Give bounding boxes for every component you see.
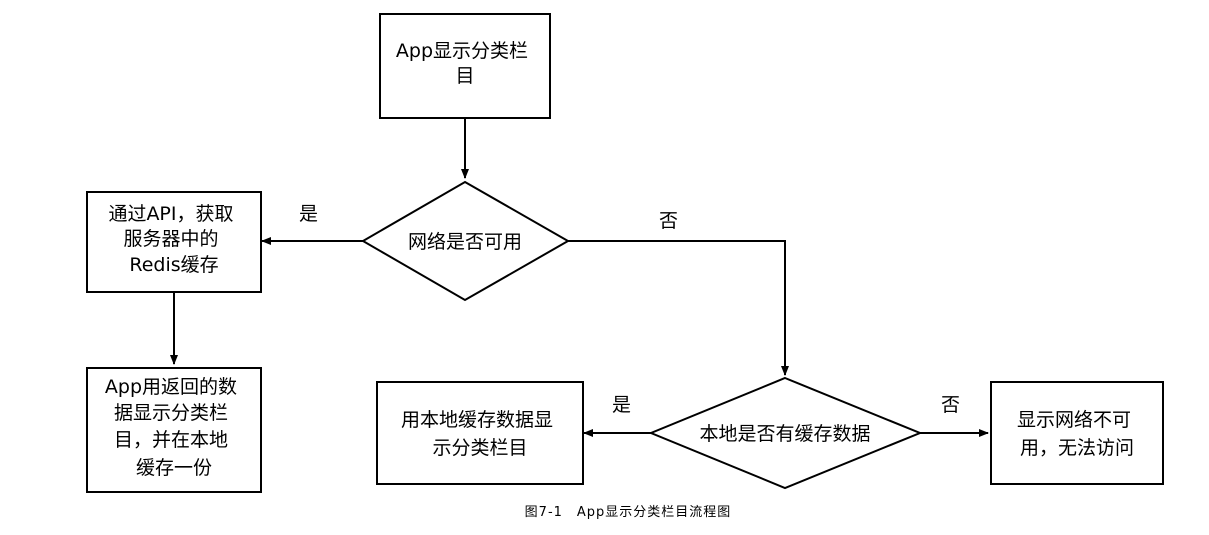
node-use-local-cache-box — [376, 381, 584, 485]
node-network-check-line: 网络是否可用 — [408, 231, 522, 253]
node-display-and-cache-line: 缓存一份 — [136, 457, 212, 479]
edge-network-no — [568, 240, 789, 376]
node-display-and-cache-line: App用返回的数 — [105, 376, 237, 398]
node-local-cache-check-line: 本地是否有缓存数据 — [699, 423, 870, 445]
node-display-and-cache-line: 目，并在本地 — [114, 429, 228, 451]
edge-labels: 是 否 是 否 — [299, 203, 960, 416]
node-network-unavailable-line: 用，无法访问 — [1020, 437, 1134, 459]
node-start-line: 目 — [455, 65, 474, 87]
node-use-local-cache-line: 示分类栏目 — [432, 437, 527, 459]
edge-label-network-no: 否 — [659, 210, 678, 232]
node-network-check-diamond — [361, 180, 571, 302]
svg-text:App显示分类栏 目: App显示分类栏 目 — [396, 40, 534, 87]
node-network-unavailable: 显示网络不可 用，无法访问 — [990, 381, 1164, 485]
node-display-and-cache-line: 据显示分类栏 — [114, 402, 228, 424]
node-use-local-cache-line: 用本地缓存数据显 — [401, 409, 553, 431]
node-start: App显示分类栏 目 — [379, 13, 551, 119]
node-fetch-api-box — [86, 191, 262, 293]
svg-text:App用返回的数 据显示分类栏 目，: App用返回的数 据显示分类栏 目，并在本地 缓存一份 — [105, 376, 243, 479]
node-fetch-api: 通过API，获取 服务器中的 Redis缓存 — [86, 191, 262, 293]
figure-caption: 图7-1 App显示分类栏目流程图 — [525, 505, 732, 520]
node-local-cache-check-diamond — [648, 376, 923, 490]
node-display-and-cache: App用返回的数 据显示分类栏 目，并在本地 缓存一份 — [86, 367, 262, 493]
svg-text:显示网络不可 用，无法访问: 显示网络不可 用，无法访问 — [1017, 409, 1137, 459]
node-fetch-api-line: 通过API，获取 — [108, 203, 233, 225]
edges — [170, 118, 989, 437]
edge-label-cache-yes: 是 — [612, 394, 631, 416]
node-network-check: 网络是否可用 — [361, 180, 571, 302]
node-fetch-api-line: 服务器中的 — [123, 228, 218, 250]
node-use-local-cache: 用本地缓存数据显 示分类栏目 — [376, 381, 584, 485]
node-local-cache-check: 本地是否有缓存数据 — [648, 376, 923, 490]
edge-label-network-yes: 是 — [299, 203, 318, 225]
node-fetch-api-line: Redis缓存 — [129, 254, 218, 276]
node-start-box — [379, 13, 551, 119]
svg-text:本地是否有缓存数据: 本地是否有缓存数据 — [699, 423, 870, 445]
node-start-line: App显示分类栏 — [396, 40, 528, 62]
svg-text:网络是否可用: 网络是否可用 — [408, 231, 522, 253]
svg-text:用本地缓存数据显 示分类栏目: 用本地缓存数据显 示分类栏目 — [401, 409, 559, 459]
node-display-and-cache-box — [86, 367, 262, 493]
svg-text:通过API，获取 服务器中的 Red: 通过API，获取 服务器中的 Redis缓存 — [108, 203, 239, 276]
node-network-unavailable-box — [990, 381, 1164, 485]
edge-label-cache-no: 否 — [941, 394, 960, 416]
node-network-unavailable-line: 显示网络不可 — [1017, 409, 1131, 431]
